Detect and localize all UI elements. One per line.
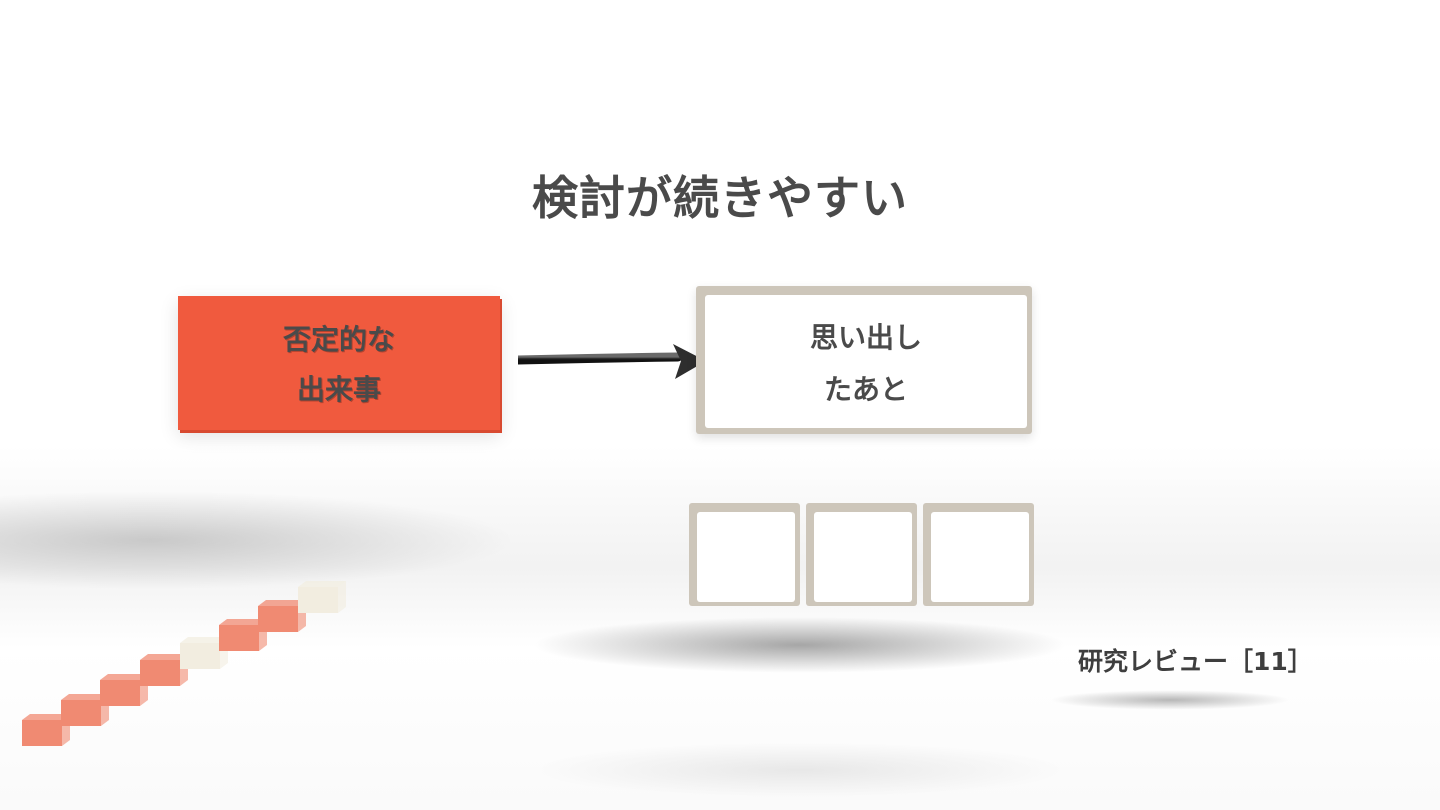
empty-box-inner bbox=[814, 512, 912, 602]
stair-step-4 bbox=[140, 654, 188, 686]
after-recall-inner: 思い出し たあと bbox=[705, 295, 1027, 428]
negative-event-line1: 否定的な bbox=[282, 323, 395, 356]
negative-event-line2: 出来事 bbox=[296, 373, 381, 406]
footer-label: 研究レビュー［11］ bbox=[1078, 647, 1313, 676]
empty-box-2 bbox=[806, 503, 917, 606]
empty-box-inner bbox=[697, 512, 795, 602]
staircase-decoration bbox=[22, 581, 346, 746]
empty-box-row bbox=[689, 503, 1034, 606]
page-title: 検討が続きやすい bbox=[532, 171, 908, 225]
empty-box-inner bbox=[931, 512, 1029, 602]
stair-step-8 bbox=[298, 581, 346, 613]
flow-arrow-icon bbox=[518, 344, 706, 379]
negative-event-box: 否定的な 出来事 bbox=[178, 296, 500, 430]
stair-step-3 bbox=[100, 674, 148, 706]
empty-box-3 bbox=[923, 503, 1034, 606]
after-recall-box: 思い出し たあと bbox=[696, 286, 1032, 434]
empty-box-1 bbox=[689, 503, 800, 606]
stair-step-5 bbox=[180, 637, 228, 669]
after-recall-line1: 思い出し bbox=[809, 320, 922, 354]
after-recall-line2: たあと bbox=[823, 372, 908, 406]
